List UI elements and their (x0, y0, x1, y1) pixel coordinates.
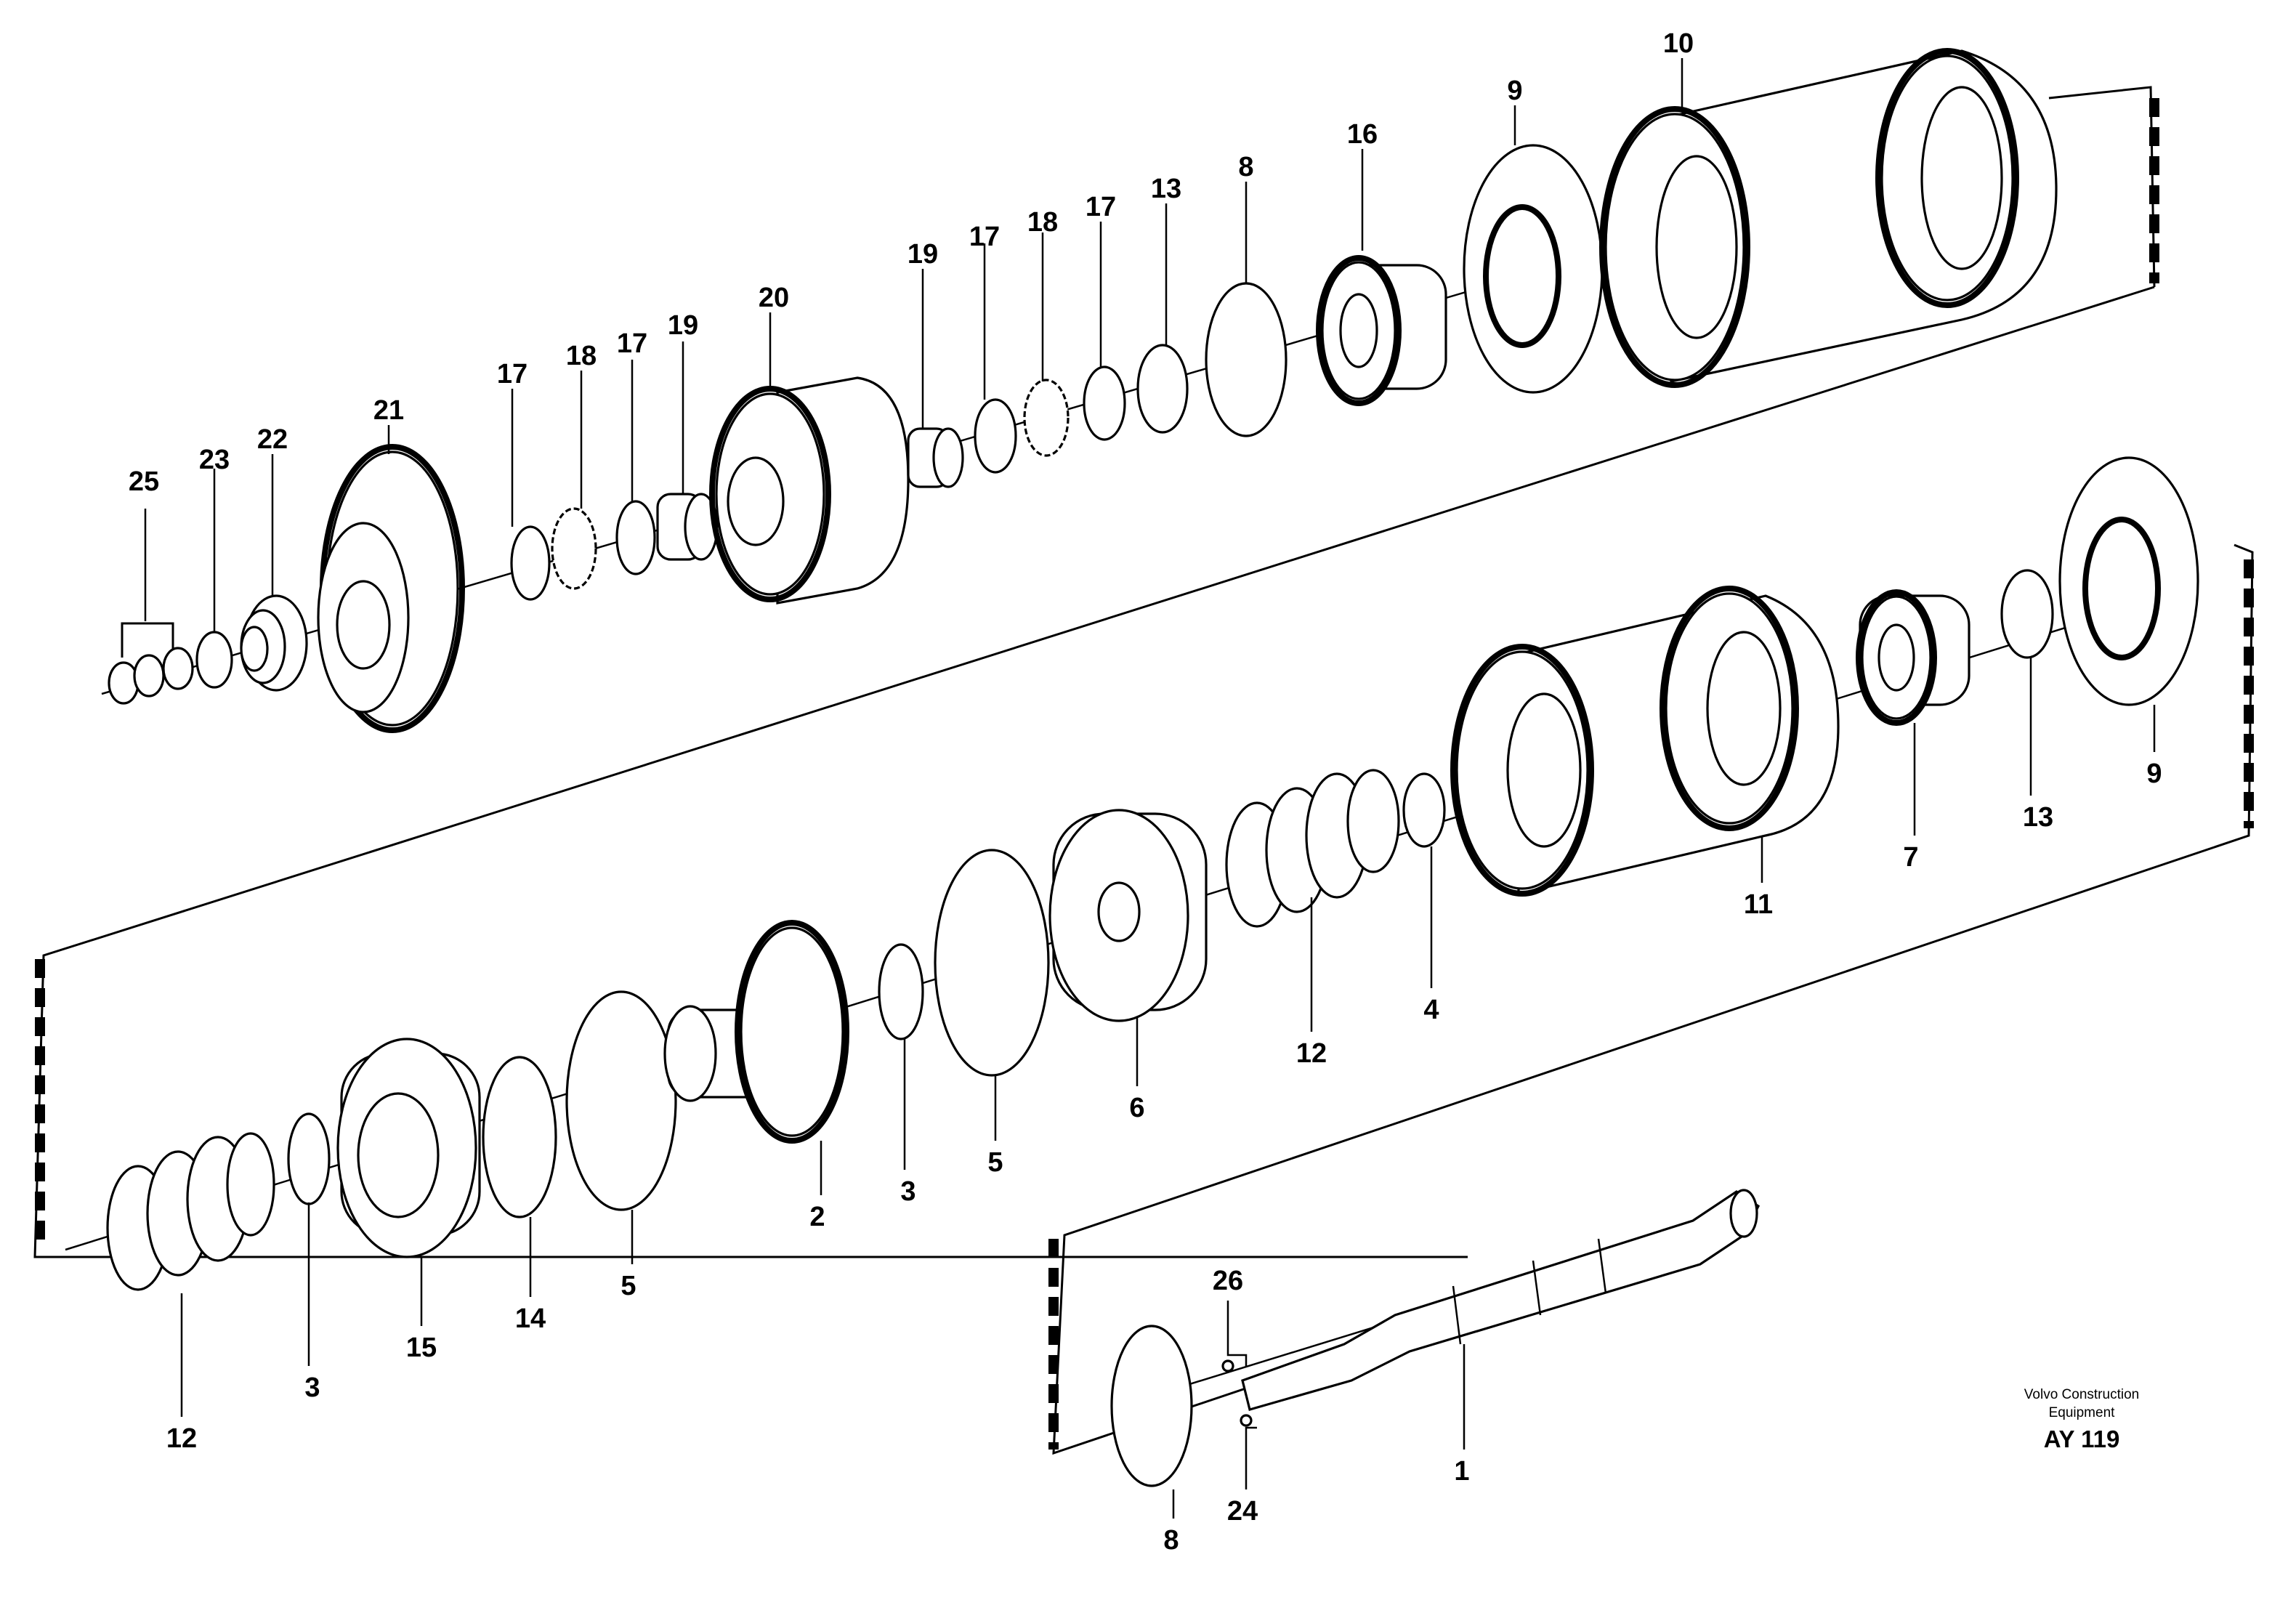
callout-17-d: 17 (1086, 192, 1116, 222)
snap-rings-25 (108, 622, 194, 705)
callout-13-b: 13 (2023, 802, 2053, 833)
callout-9-b: 9 (2146, 759, 2162, 789)
ring-17-b (615, 500, 656, 575)
callout-24: 24 (1227, 1496, 1258, 1527)
callout-25: 25 (129, 466, 159, 497)
callout-18-b: 18 (1027, 207, 1058, 238)
bearing-22 (240, 594, 308, 692)
spring-12-b (1225, 769, 1400, 928)
callout-18-a: 18 (566, 341, 597, 371)
callout-3-b: 3 (900, 1176, 915, 1207)
callout-14: 14 (515, 1303, 546, 1334)
callout-7: 7 (1903, 842, 1918, 873)
needle-bearing-19-b (907, 427, 964, 488)
callout-10: 10 (1663, 28, 1694, 59)
callout-19-a: 19 (668, 310, 698, 341)
brand-line-1: Volvo Construction (2024, 1387, 2139, 1402)
needle-bearing-19-a (656, 493, 719, 561)
callout-4: 4 (1423, 995, 1439, 1025)
callout-8-a: 8 (1238, 152, 1253, 182)
hub-16 (1316, 255, 1447, 406)
disc-pack-10 (1599, 48, 2058, 388)
plate-9-a (1463, 144, 1604, 394)
washer-18-a (551, 507, 597, 590)
callout-11: 11 (1744, 889, 1773, 920)
ring-17-c (974, 398, 1017, 474)
callout-12-a: 12 (166, 1423, 197, 1454)
ring-4 (1402, 772, 1446, 848)
callout-26: 26 (1213, 1266, 1243, 1296)
callout-16: 16 (1347, 119, 1378, 150)
spring-12-a (106, 1132, 275, 1291)
seal-ring-5-b (934, 849, 1050, 1077)
callout-5-a: 5 (621, 1271, 636, 1301)
callout-6: 6 (1129, 1093, 1144, 1123)
circlip-8-a (1205, 282, 1288, 437)
gear-2 (663, 920, 849, 1144)
callout-17-c: 17 (969, 222, 1000, 252)
callout-21: 21 (373, 395, 404, 426)
washer-18-b (1023, 379, 1070, 457)
circlip-8-b (1110, 1325, 1193, 1487)
leader-lines (144, 58, 2156, 1519)
shaft-1 (1241, 1189, 1761, 1411)
piston-6 (1048, 809, 1208, 1022)
gear-21 (317, 444, 465, 733)
ball-26 (1221, 1359, 1234, 1372)
callout-20: 20 (759, 283, 789, 313)
callout-3-a: 3 (304, 1372, 320, 1403)
callout-12-b: 12 (1296, 1038, 1327, 1069)
callout-13-a: 13 (1151, 174, 1181, 204)
callout-8-b: 8 (1163, 1525, 1179, 1556)
callout-17-b: 17 (617, 328, 647, 359)
drum-20 (709, 376, 910, 605)
callout-19-b: 19 (908, 239, 938, 270)
callout-9-a: 9 (1507, 76, 1522, 106)
snap-ring-3-a (287, 1112, 331, 1205)
brand-line-2: Equipment (2049, 1405, 2116, 1420)
ring-23 (195, 631, 233, 689)
piston-15 (336, 1038, 481, 1258)
callout-22: 22 (257, 424, 288, 455)
drawing-code: AY 119 (2044, 1426, 2120, 1452)
callout-17-a: 17 (497, 359, 527, 389)
hub-7 (1856, 589, 1970, 726)
seal-ring-14 (482, 1056, 557, 1218)
ball-24 (1240, 1414, 1253, 1427)
ring-17-d (1083, 365, 1126, 441)
callout-labels: 25 23 22 21 17 18 17 19 20 19 17 18 17 1… (129, 28, 2162, 1556)
callout-1: 1 (1454, 1456, 1469, 1487)
plate-9-b (2058, 456, 2199, 706)
callout-15: 15 (406, 1333, 437, 1363)
ring-13-b (2000, 569, 2054, 659)
callout-23: 23 (199, 445, 230, 475)
ring-17-a (510, 525, 551, 601)
callout-2: 2 (809, 1202, 825, 1232)
snap-ring-3-b (878, 943, 924, 1040)
callout-5-b: 5 (987, 1147, 1003, 1178)
ring-13-a (1136, 344, 1189, 434)
seal-ring-5-a (565, 990, 677, 1211)
brand-block: Volvo Construction Equipment AY 119 (2024, 1387, 2139, 1452)
disc-pack-11 (1450, 586, 1840, 897)
